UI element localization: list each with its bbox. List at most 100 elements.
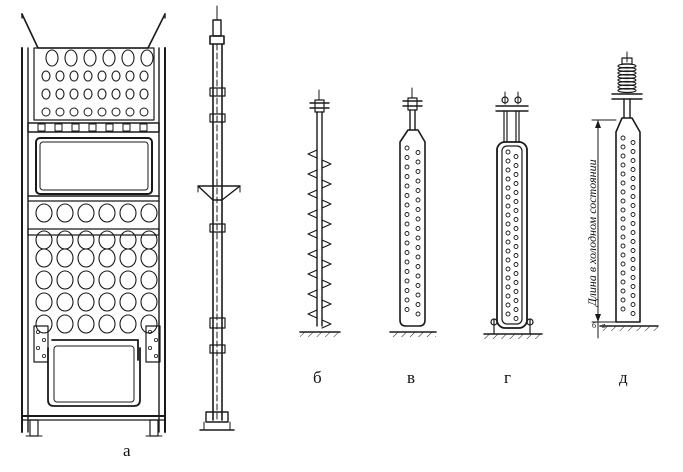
grid-hole	[140, 292, 158, 312]
strip-hole	[415, 311, 421, 317]
strip-holes	[505, 149, 519, 321]
barb	[321, 159, 332, 169]
strip-hole	[505, 230, 511, 236]
plate-hole	[121, 49, 135, 67]
strip-hole	[630, 230, 636, 235]
strip-hole	[404, 145, 410, 151]
strip-hole	[404, 164, 410, 170]
spring-strip-electrode: Длина в холодном состоянии 6 z	[585, 51, 659, 339]
strip-hole	[415, 178, 421, 184]
barbs	[307, 149, 332, 329]
strip-hole	[505, 284, 511, 290]
plate-hole	[125, 107, 135, 117]
strip-hole	[415, 216, 421, 222]
plate-hole	[55, 107, 65, 117]
grid-hole	[35, 292, 53, 312]
plate-hole	[41, 70, 51, 82]
bracket-bolts	[36, 329, 158, 358]
strip-hole	[505, 176, 511, 182]
strip-hole	[620, 306, 626, 312]
strip-hole	[513, 271, 519, 276]
strip-hole	[404, 250, 410, 255]
plate-hole	[83, 70, 93, 82]
grid-hole	[98, 230, 116, 250]
grid-hole	[119, 230, 137, 250]
plate-hole	[41, 88, 51, 100]
plate-hole	[111, 107, 121, 117]
strip-holes	[620, 135, 636, 316]
plate-hole	[97, 88, 107, 100]
bracket-bolt	[36, 345, 41, 350]
grid-hole	[35, 203, 53, 223]
spring	[617, 63, 637, 94]
strip-hole	[513, 154, 519, 159]
strip-hole	[513, 316, 519, 321]
grid-hole	[119, 292, 137, 312]
grid-hole	[35, 230, 53, 250]
strip-hole	[415, 302, 421, 307]
plate-hole	[97, 107, 107, 117]
strip-hole	[630, 275, 636, 280]
strip-hole	[505, 248, 511, 254]
strip-hole	[404, 269, 410, 274]
strip-hole	[620, 261, 626, 267]
plate-hole	[64, 49, 78, 67]
lower-holes	[35, 203, 158, 334]
strip-hole	[513, 199, 519, 204]
strip-hole	[630, 176, 636, 181]
strip-hole	[620, 288, 626, 294]
strip-hole	[620, 252, 626, 258]
barb	[307, 289, 318, 299]
plate-hole	[111, 70, 121, 82]
strip-hole	[630, 311, 636, 316]
grid-hole	[56, 270, 74, 290]
strip-hole	[505, 149, 511, 155]
strip-hole	[620, 162, 626, 168]
strip-hole	[513, 190, 519, 195]
strip-hole	[620, 225, 626, 231]
strip-hole	[513, 298, 519, 303]
strip-hole	[620, 243, 626, 249]
strip-hole	[620, 297, 626, 303]
grid-hole	[56, 248, 74, 268]
grid-hole	[77, 270, 95, 290]
strip-hole	[620, 180, 626, 186]
strip-hole	[513, 208, 519, 213]
strip-hole	[620, 270, 626, 276]
grid-hole	[56, 292, 74, 312]
strip-hole	[630, 266, 636, 271]
strip-hole	[505, 311, 511, 317]
strip-hole	[404, 193, 410, 198]
grid-hole	[119, 270, 137, 290]
spring-coil	[617, 87, 637, 94]
grid-hole	[98, 292, 116, 312]
bar-stud	[54, 123, 63, 132]
bar-stud	[37, 123, 46, 132]
strip-hole	[505, 293, 511, 299]
plate-hole	[55, 88, 65, 100]
strip-hole	[505, 167, 511, 173]
strip-hole	[620, 234, 626, 240]
barb	[321, 219, 332, 229]
plate-hole	[140, 49, 154, 67]
grid-hole	[98, 203, 116, 223]
strip-hole	[505, 257, 511, 263]
barb	[321, 199, 332, 209]
plate-hole	[55, 70, 65, 82]
strip-hole	[513, 244, 519, 249]
strip-hole	[415, 264, 421, 269]
strip-hole	[513, 289, 519, 294]
grid-hole	[35, 314, 53, 334]
bar-stud	[139, 123, 148, 132]
strip-hole	[415, 254, 421, 260]
strip-hole	[630, 239, 636, 244]
strip-hole	[620, 279, 626, 285]
strip-hole	[505, 302, 511, 308]
grid-hole	[35, 270, 53, 290]
strip-hole	[415, 226, 421, 231]
grid-hole	[140, 270, 158, 290]
grid-hole	[140, 203, 158, 223]
barb	[307, 269, 318, 279]
strip-hole	[415, 283, 421, 288]
